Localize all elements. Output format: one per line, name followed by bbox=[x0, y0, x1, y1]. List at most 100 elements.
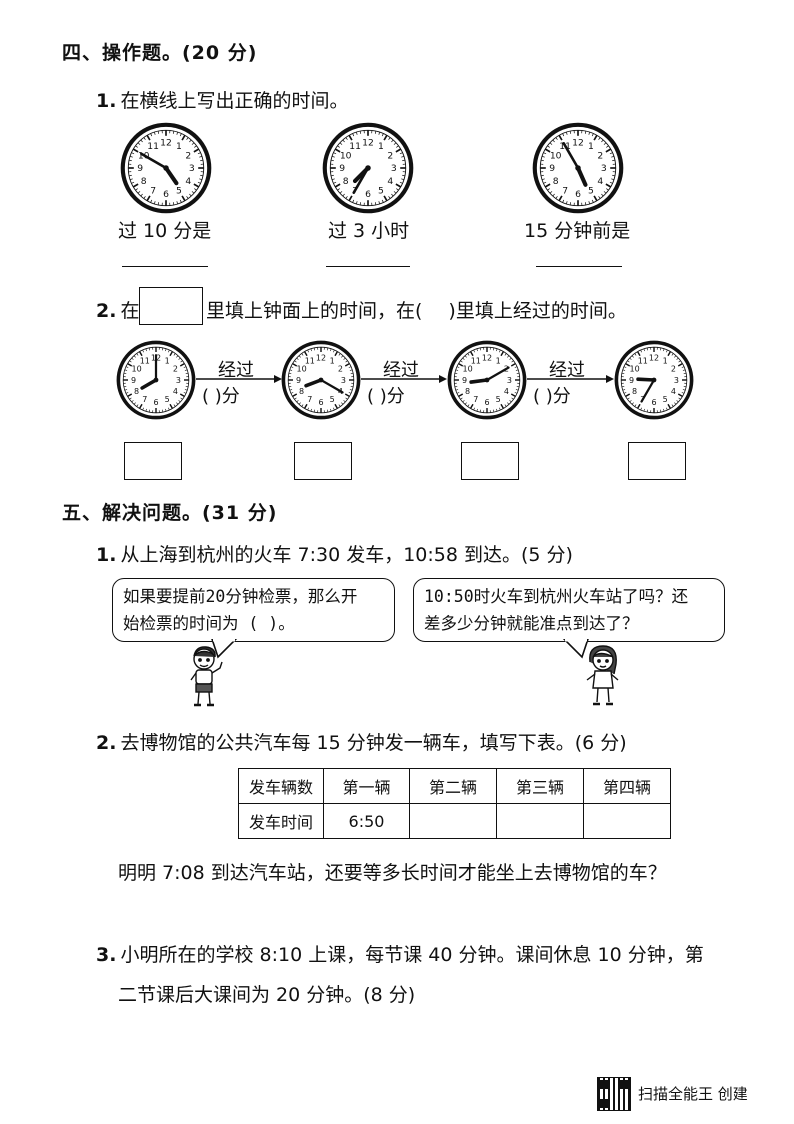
minute-tick bbox=[168, 349, 170, 353]
hour-tick bbox=[593, 134, 598, 141]
minute-tick bbox=[584, 131, 587, 134]
minute-tick bbox=[348, 392, 352, 394]
minute-tick bbox=[180, 397, 183, 400]
speech-bubble-right: 10:50时火车到杭州火车站了吗？还 差多少分钟就能准点到达了？ bbox=[413, 578, 725, 642]
time-answer-box-1[interactable] bbox=[124, 442, 182, 480]
minute-tick bbox=[301, 353, 304, 356]
minute-tick bbox=[125, 392, 129, 394]
time-answer-box-3[interactable] bbox=[461, 442, 519, 480]
minute-tick bbox=[165, 408, 167, 412]
answer-blank-2[interactable] bbox=[326, 266, 410, 267]
clock-numeral: 2 bbox=[185, 150, 191, 161]
minute-tick bbox=[627, 360, 630, 363]
minute-tick bbox=[333, 407, 335, 411]
bubble-line: 如果要提前20分钟检票，那么开 bbox=[123, 587, 358, 606]
time-answer-box-2[interactable] bbox=[294, 442, 352, 480]
clock-numeral: 5 bbox=[378, 186, 384, 197]
clock-numeral: 6 bbox=[163, 189, 169, 200]
elapsed-minutes-blank[interactable]: ( )分 bbox=[367, 386, 405, 407]
minute-tick bbox=[137, 191, 141, 194]
hour-tick bbox=[469, 351, 474, 357]
question-text: 去博物馆的公共汽车每 15 分钟发一辆车，填写下表。(6 分) bbox=[120, 732, 627, 754]
hour-tick bbox=[138, 403, 143, 409]
minute-tick bbox=[339, 142, 343, 145]
hour-tick bbox=[510, 393, 516, 398]
minute-tick bbox=[186, 196, 189, 199]
elapsed-minutes-blank[interactable]: ( )分 bbox=[202, 386, 240, 407]
hour-tick bbox=[179, 362, 185, 367]
minute-tick bbox=[200, 159, 203, 162]
minute-hand bbox=[485, 366, 510, 382]
caption-after-10-min: 过 10 分是 bbox=[118, 220, 212, 242]
hour-tick bbox=[169, 351, 174, 357]
minute-tick bbox=[338, 353, 341, 356]
clock-numeral: 9 bbox=[137, 163, 143, 174]
arrow-right-icon bbox=[527, 375, 614, 383]
clock-numeral: 1 bbox=[165, 356, 170, 365]
table-row: 发车时间 6:50 bbox=[238, 803, 671, 839]
minute-tick bbox=[332, 178, 335, 181]
minute-tick bbox=[136, 404, 139, 407]
minute-tick bbox=[337, 145, 340, 148]
bubble-line: 差多少分钟就能准点到达了？ bbox=[424, 614, 639, 633]
table-answer-cell[interactable] bbox=[496, 803, 584, 839]
clock-numeral: 3 bbox=[189, 163, 195, 174]
minute-tick bbox=[611, 178, 614, 181]
hour-tick bbox=[395, 183, 402, 188]
minute-tick bbox=[301, 404, 304, 407]
minute-tick bbox=[388, 137, 391, 140]
minute-tick bbox=[352, 199, 355, 203]
bubble-line: 10:50时火车到杭州火车站了吗？还 bbox=[424, 587, 689, 606]
problem-2-prompt: 2.去博物馆的公共汽车每 15 分钟发一辆车，填写下表。(6 分) bbox=[96, 728, 627, 755]
minute-tick bbox=[178, 400, 181, 403]
answer-blank-1[interactable] bbox=[122, 266, 208, 267]
hour-tick bbox=[395, 148, 402, 153]
minute-tick bbox=[378, 132, 381, 135]
table-header-cell: 第一辆 bbox=[323, 768, 410, 804]
clock-numeral: 12 bbox=[649, 353, 659, 362]
minute-tick bbox=[130, 155, 133, 158]
minute-tick bbox=[541, 159, 544, 162]
minute-tick bbox=[643, 348, 645, 352]
minute-hand bbox=[640, 378, 656, 403]
minute-tick bbox=[341, 355, 344, 358]
minute-tick bbox=[467, 353, 470, 356]
clock-numeral: 1 bbox=[588, 141, 594, 152]
minute-tick bbox=[562, 133, 565, 137]
table-answer-cell[interactable] bbox=[583, 803, 671, 839]
hour-tick bbox=[667, 351, 672, 357]
minute-tick bbox=[388, 196, 391, 199]
minute-hand bbox=[562, 142, 580, 170]
clock-numeral: 8 bbox=[134, 387, 139, 396]
minute-tick bbox=[131, 181, 135, 184]
minute-tick bbox=[473, 349, 475, 353]
clock-numeral: 8 bbox=[343, 176, 349, 187]
hour-tick bbox=[292, 362, 298, 367]
clock-center bbox=[484, 377, 490, 383]
minute-tick bbox=[333, 152, 337, 155]
minute-tick bbox=[294, 360, 297, 363]
clock-numeral: 7 bbox=[150, 186, 156, 197]
hour-tick bbox=[500, 351, 505, 357]
minute-tick bbox=[396, 145, 399, 148]
minute-tick bbox=[603, 142, 607, 145]
hour-tick bbox=[636, 351, 641, 357]
time-answer-box-4[interactable] bbox=[628, 442, 686, 480]
minute-tick bbox=[345, 397, 348, 400]
girl-cartoon-icon bbox=[586, 645, 619, 706]
clock-numeral: 6 bbox=[484, 398, 489, 407]
answer-blank-3[interactable] bbox=[536, 266, 622, 267]
arrow-label: 经过 bbox=[549, 360, 585, 381]
clock-center bbox=[365, 165, 371, 171]
minute-tick bbox=[622, 369, 626, 371]
hour-tick bbox=[193, 148, 200, 153]
elapsed-minutes-blank[interactable]: ( )分 bbox=[533, 386, 571, 407]
minute-tick bbox=[591, 199, 594, 203]
minute-tick bbox=[184, 369, 188, 371]
clock-numeral: 11 bbox=[140, 356, 150, 365]
table-answer-cell[interactable] bbox=[409, 803, 497, 839]
minute-tick bbox=[393, 191, 397, 194]
minute-tick bbox=[584, 202, 587, 205]
minute-tick bbox=[307, 407, 309, 411]
